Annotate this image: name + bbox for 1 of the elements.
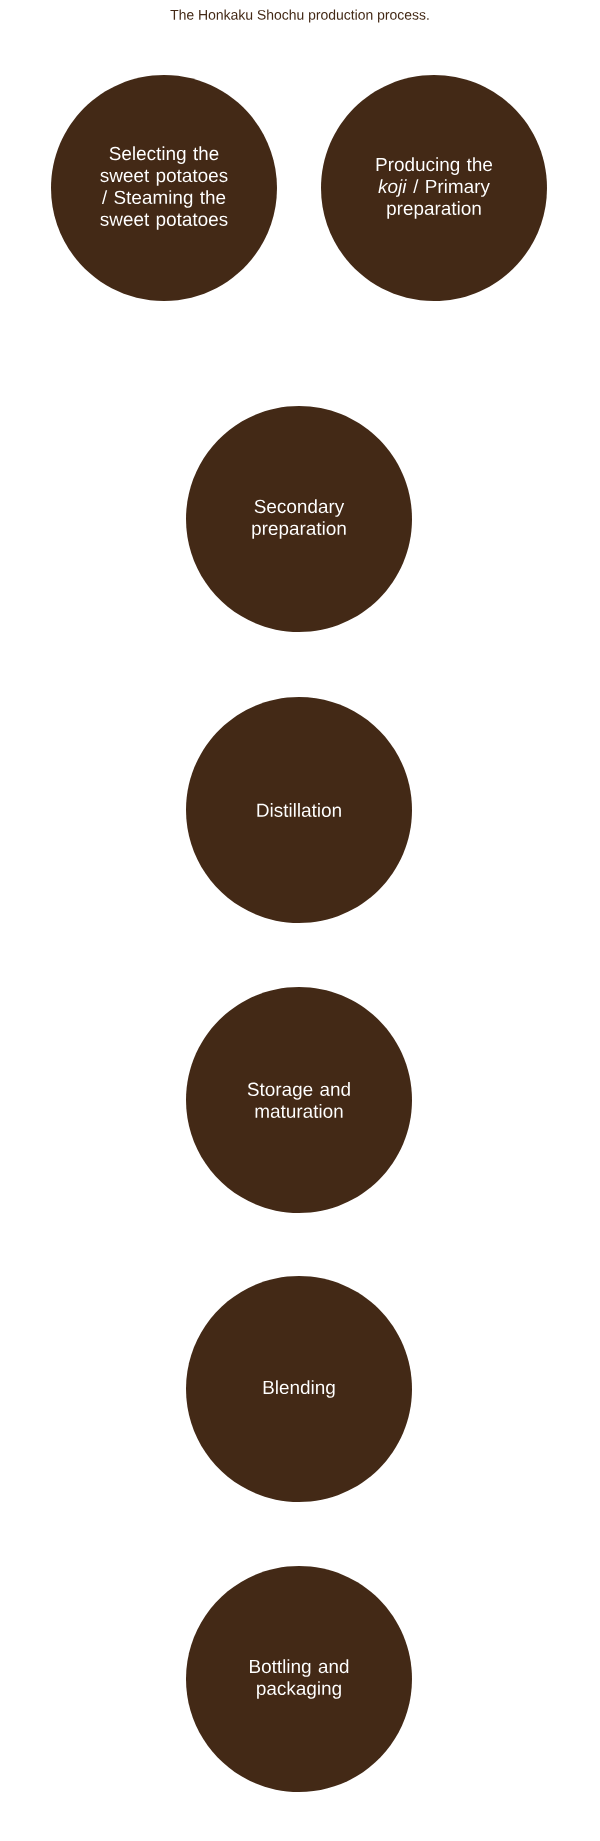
title: The Honkaku Shochu production process. — [170, 9, 429, 23]
